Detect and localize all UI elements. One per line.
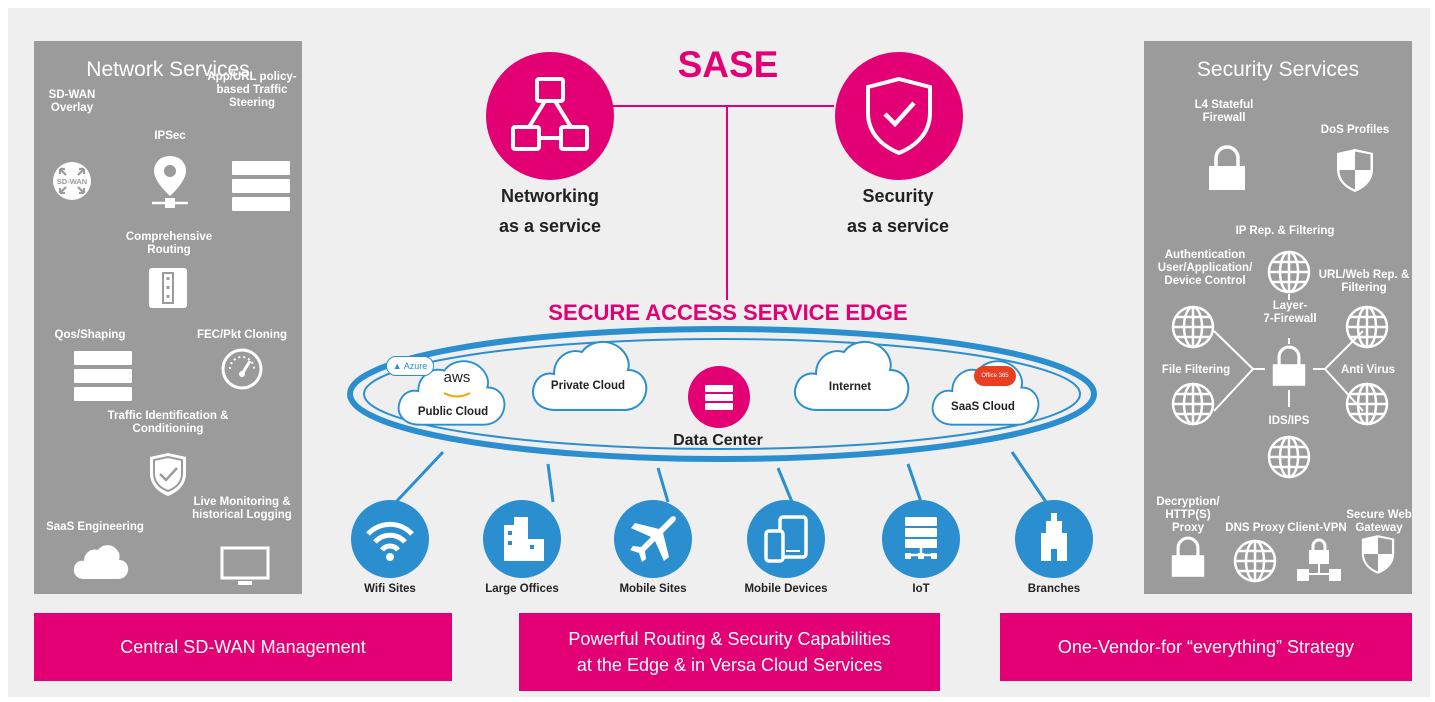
- branches-label: Branches: [1027, 583, 1081, 595]
- edge-title: SECURE ACCESS SERVICE EDGE: [548, 300, 908, 325]
- aws-smile-icon: [443, 392, 471, 398]
- file-filtering-label: File Filtering: [1161, 364, 1231, 376]
- network-services-title: Network Services: [86, 58, 250, 81]
- saas-cloud-label: SaaS Cloud: [951, 401, 1015, 413]
- networking-label-line1: Networking: [500, 186, 599, 206]
- monitor-icon: [220, 546, 270, 585]
- routing-security-capabilities-text: Powerful Routing & Security Capabilities…: [568, 629, 891, 675]
- shield-check-icon: [150, 453, 186, 496]
- datacenter-label: Data Center: [673, 432, 763, 449]
- datacenter-icon: [688, 366, 750, 428]
- networking-circle-icon: [486, 52, 614, 180]
- office-badge-text: Office 365: [981, 373, 1009, 379]
- app-url-steering-label: App/URL policy- based Traffic Steering: [207, 71, 297, 109]
- authentication-label: Authentication User/Application/ Device …: [1157, 249, 1253, 287]
- sdwan-icon: SD-WAN: [53, 162, 91, 200]
- sase-connectors: [347, 105, 1097, 504]
- url-web-rep-label: URL/Web Rep. & Filtering: [1318, 269, 1410, 294]
- dos-profiles-label: DoS Profiles: [1320, 124, 1390, 136]
- internet-cloud-icon: [790, 334, 910, 418]
- router-icon: [149, 268, 187, 308]
- ipsec-label: IPSec: [154, 130, 186, 142]
- dns-proxy-label: DNS Proxy: [1225, 522, 1285, 534]
- sdwan-overlay-label: SD-WAN Overlay: [48, 89, 96, 114]
- aws-logo-text: aws: [443, 369, 471, 386]
- mobile-devices-icon: [747, 500, 825, 578]
- network-services-panel: Network Services SD-WAN Overlay SD-WAN I…: [34, 41, 302, 594]
- sdwan-badge-text: SD-WAN: [57, 177, 87, 186]
- large-offices-label: Large Offices: [485, 583, 559, 595]
- security-label-line2: as a service: [846, 216, 950, 236]
- azure-logo-icon: ▲: [392, 361, 402, 371]
- layer7-firewall-label: Layer- 7-Firewall: [1263, 300, 1317, 325]
- azure-badge: ▲ Azure: [386, 356, 434, 376]
- routing-security-capabilities-bar: Powerful Routing & Security Capabilities…: [519, 613, 940, 691]
- connector-lines: [1213, 294, 1364, 412]
- ip-rep-filtering-label: IP Rep. & Filtering: [1235, 225, 1335, 237]
- comprehensive-routing-label: Comprehensive Routing: [125, 231, 213, 256]
- diagram-canvas: Network Services SD-WAN Overlay SD-WAN I…: [8, 8, 1430, 697]
- internet-label: Internet: [828, 381, 872, 393]
- saas-engineering-label: SaaS Engineering: [46, 521, 144, 533]
- gauge-icon: [221, 348, 263, 390]
- qos-shaping-label: Qos/Shaping: [54, 329, 126, 341]
- cloud-icon: [73, 545, 129, 579]
- networking-label-line2: as a service: [498, 216, 602, 236]
- private-cloud-label: Private Cloud: [550, 380, 626, 392]
- location-pin-icon: [152, 156, 188, 208]
- office365-badge: Office 365: [974, 366, 1016, 386]
- l4-firewall-label: L4 Stateful Firewall: [1194, 99, 1254, 124]
- central-sdwan-management-text: Central SD-WAN Management: [120, 637, 366, 657]
- branches-icon: [1015, 500, 1093, 578]
- anti-virus-label: Anti Virus: [1340, 364, 1396, 376]
- public-cloud-label: Public Cloud: [417, 406, 489, 418]
- network-lock-icon: [1297, 538, 1341, 581]
- wifi-sites-label: Wifi Sites: [364, 583, 416, 595]
- client-vpn-label: Client-VPN: [1287, 522, 1347, 534]
- mobile-devices-label: Mobile Devices: [744, 583, 828, 595]
- ids-ips-label: IDS/IPS: [1268, 415, 1310, 427]
- security-services-title: Security Services: [1196, 58, 1360, 81]
- one-vendor-strategy-text: One-Vendor-for “everything” Strategy: [1057, 637, 1355, 657]
- decryption-proxy-label: Decryption/ HTTP(S) Proxy: [1156, 496, 1220, 534]
- aws-logo: aws: [440, 370, 474, 403]
- sase-title: SASE: [677, 44, 779, 85]
- private-cloud-icon: [528, 334, 648, 418]
- central-sdwan-management-bar: Central SD-WAN Management: [34, 613, 452, 681]
- wifi-icon: [351, 500, 429, 578]
- security-circle-icon: [835, 52, 963, 180]
- airplane-icon: [614, 500, 692, 578]
- fec-pkt-cloning-label: FEC/Pkt Cloning: [196, 329, 288, 341]
- mobile-sites-label: Mobile Sites: [619, 583, 687, 595]
- security-services-panel: Security Services L4 Stateful Firewall D…: [1144, 41, 1412, 594]
- one-vendor-strategy-bar: One-Vendor-for “everything” Strategy: [1000, 613, 1412, 681]
- traffic-identification-label: Traffic Identification & Conditioning: [107, 410, 229, 435]
- iot-label: IoT: [912, 583, 930, 595]
- iot-icon: [882, 500, 960, 578]
- azure-badge-label: Azure: [403, 361, 428, 371]
- live-monitoring-label: Live Monitoring & historical Logging: [192, 496, 292, 521]
- large-offices-icon: [483, 500, 561, 578]
- security-label-line1: Security: [862, 186, 934, 206]
- secure-web-gateway-label: Secure Web Gateway: [1346, 509, 1412, 534]
